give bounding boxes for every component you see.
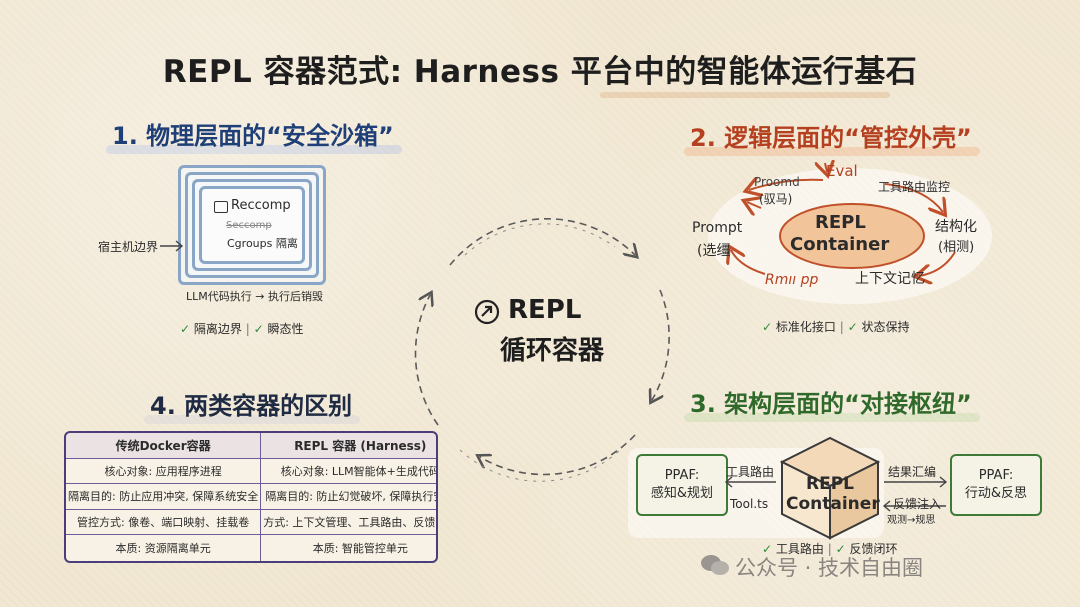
check-icon: ✓ [835,542,846,556]
tool-route-monitor-label: 工具路由监控 [878,180,951,194]
context-memory-label: 上下文记忆 [855,271,925,287]
center-label-repl: REPL [508,295,582,325]
control-shell-diagram [708,160,992,304]
box-icon [214,201,228,213]
sandbox-nested-boxes [178,165,326,285]
eval-label: Eval [826,162,858,180]
proomd-sub: (驭马) [759,192,793,206]
table-cell: 本质: 智能管控单元 [312,542,408,556]
check-icon: ✓ [253,322,264,336]
proomd-label: Proomd [754,175,800,189]
cube-icon [779,436,881,540]
section3-arrows [724,476,948,512]
sandbox-inner-scribble: Seccomp [226,220,272,231]
host-boundary-arrow [160,240,184,252]
table-cell: 隔离目的: 防止应用冲突, 保障系统安全 [66,484,262,510]
check-icon: ✓ [847,320,858,334]
repl-core-line1: REPL [815,212,866,233]
rmt-label: Rmıı pp [765,272,819,288]
cube-label-line2: Container [786,494,880,514]
container-comparison-table: 传统Docker容器 REPL 容器 (Harness) 核心对象: 应用程序进… [64,431,438,563]
section1-checks: ✓ 隔离边界 | ✓ 瞬态性 [180,322,304,336]
cube-label-line1: REPL [806,474,854,494]
structure-label: 结构化 [935,219,977,235]
check-icon: ✓ [180,322,191,336]
table-cell: 管控方式: 像卷、端口映射、挂载卷 [66,509,262,536]
tool-ts-label: Tool.ts [730,497,769,511]
table-cell: 本质: 资源隔离单元 [66,535,262,561]
right-arrow-circle-icon [474,299,500,325]
check-icon: ✓ [762,320,773,334]
ppaf-perception-box: PPAF: 感知&规划 [636,454,728,516]
table-header-repl: REPL 容器 (Harness) [261,433,436,459]
sandbox-flow-label: LLM代码执行 → 执行后销毁 [186,290,323,303]
result-assembly-label: 结果汇编 [888,465,937,479]
section1-heading: 1. 物理层面的“安全沙箱” [106,116,402,154]
sandbox-inner-title: Reccomp [231,198,291,213]
feedback-inject-label: 反馈注入 [893,497,942,511]
prompt-sub: (选缰 [697,243,731,259]
section3-heading: 3. 架构层面的“对接枢纽” [684,384,980,422]
section2-checks: ✓ 标准化接口 | ✓ 状态保持 [762,320,910,334]
prompt-label: Prompt [692,220,743,236]
title-highlight [600,92,890,98]
feedback-sub-label: 观测→规思 [887,515,936,526]
center-label-container: 循环容器 [500,336,605,366]
page-title: REPL 容器范式: Harness 平台中的智能体运行基石 [162,54,918,90]
section3-checks: ✓ 工具路由 | ✓ 反馈闭环 [762,542,898,556]
repl-core-line2: Container [790,234,890,255]
table-cell: 方式: 上下文管理、工具路由、反馈汇编 [261,510,436,536]
tool-route-label: 工具路由 [726,465,775,479]
section4-heading: 4. 两类容器的区别 [143,386,361,424]
check-icon: ✓ [762,542,773,556]
ppaf-action-box: PPAF: 行动&反思 [950,454,1042,516]
watermark: 公众号 · 技术自由圈 [735,556,924,580]
table-header-docker: 传统Docker容器 [66,433,262,459]
table-cell: 核心对象: 应用程序进程 [66,458,262,485]
table-cell: 隔离目的: 防止幻觉破坏, 保障执行安全 [261,484,436,510]
sandbox-inner-subtitle: Cgroups 隔离 [227,237,298,250]
wechat-icon [701,555,729,575]
section2-heading: 2. 逻辑层面的“管控外壳” [684,118,980,156]
structure-sub: (相测) [938,240,975,255]
table-cell: 核心对象: LLM智能体+生成代码 [261,459,436,485]
center-cycle-diagram [414,218,670,482]
host-boundary-label: 宿主机边界 [98,240,159,254]
